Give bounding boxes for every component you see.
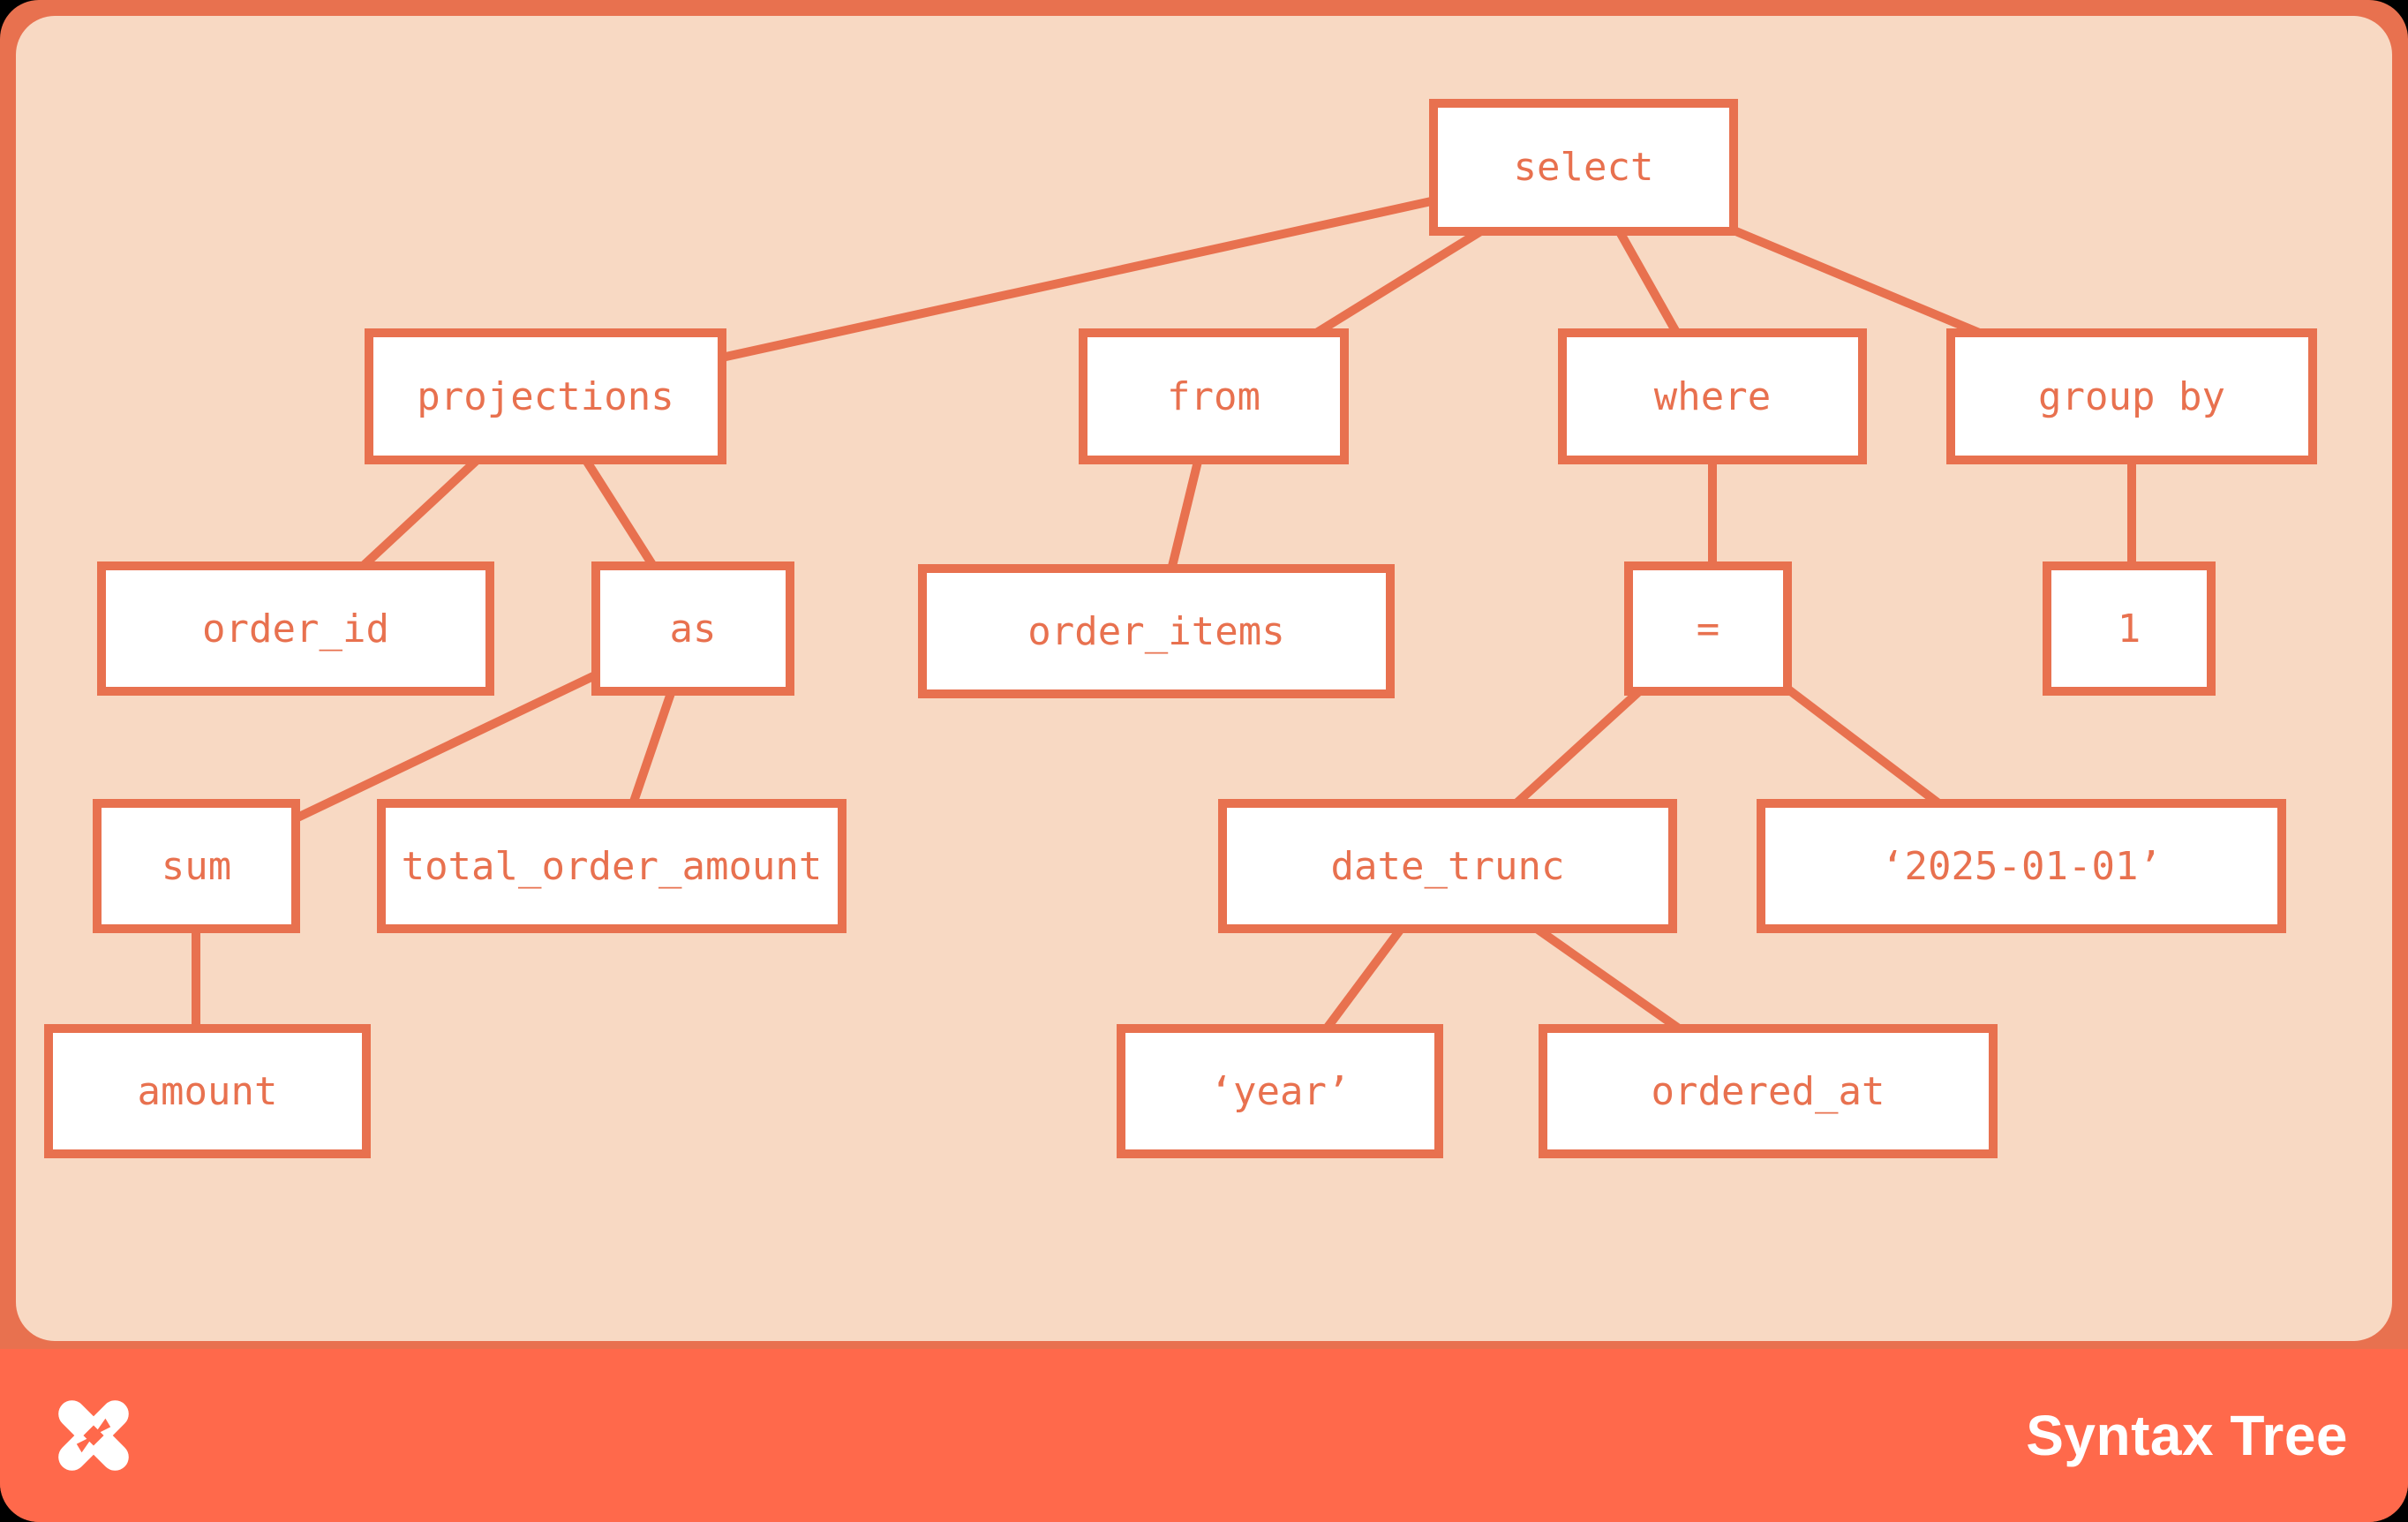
node-total-order-amount: total_order_amount (377, 799, 847, 933)
node-select: select (1429, 99, 1738, 236)
node-equals: = (1624, 561, 1792, 696)
node-projections: projections (365, 328, 726, 464)
node-sum: sum (93, 799, 300, 933)
node-order-id: order_id (97, 561, 494, 696)
node-where: where (1558, 328, 1867, 464)
node-ordered-at: ordered_at (1539, 1024, 1998, 1158)
node-amount: amount (44, 1024, 371, 1158)
node-group-by: group by (1946, 328, 2317, 464)
node-date-literal: ‘2025-01-01’ (1757, 799, 2286, 933)
node-as: as (591, 561, 794, 696)
footer-bar: Syntax Tree (0, 1349, 2408, 1522)
dbt-logo-icon (58, 1400, 129, 1471)
node-order-items: order_items (918, 564, 1395, 698)
node-one: 1 (2043, 561, 2216, 696)
node-year-literal: ‘year’ (1117, 1024, 1443, 1158)
node-from: from (1079, 328, 1349, 464)
footer-title: Syntax Tree (2026, 1404, 2348, 1467)
node-date-trunc: date_trunc (1218, 799, 1677, 933)
